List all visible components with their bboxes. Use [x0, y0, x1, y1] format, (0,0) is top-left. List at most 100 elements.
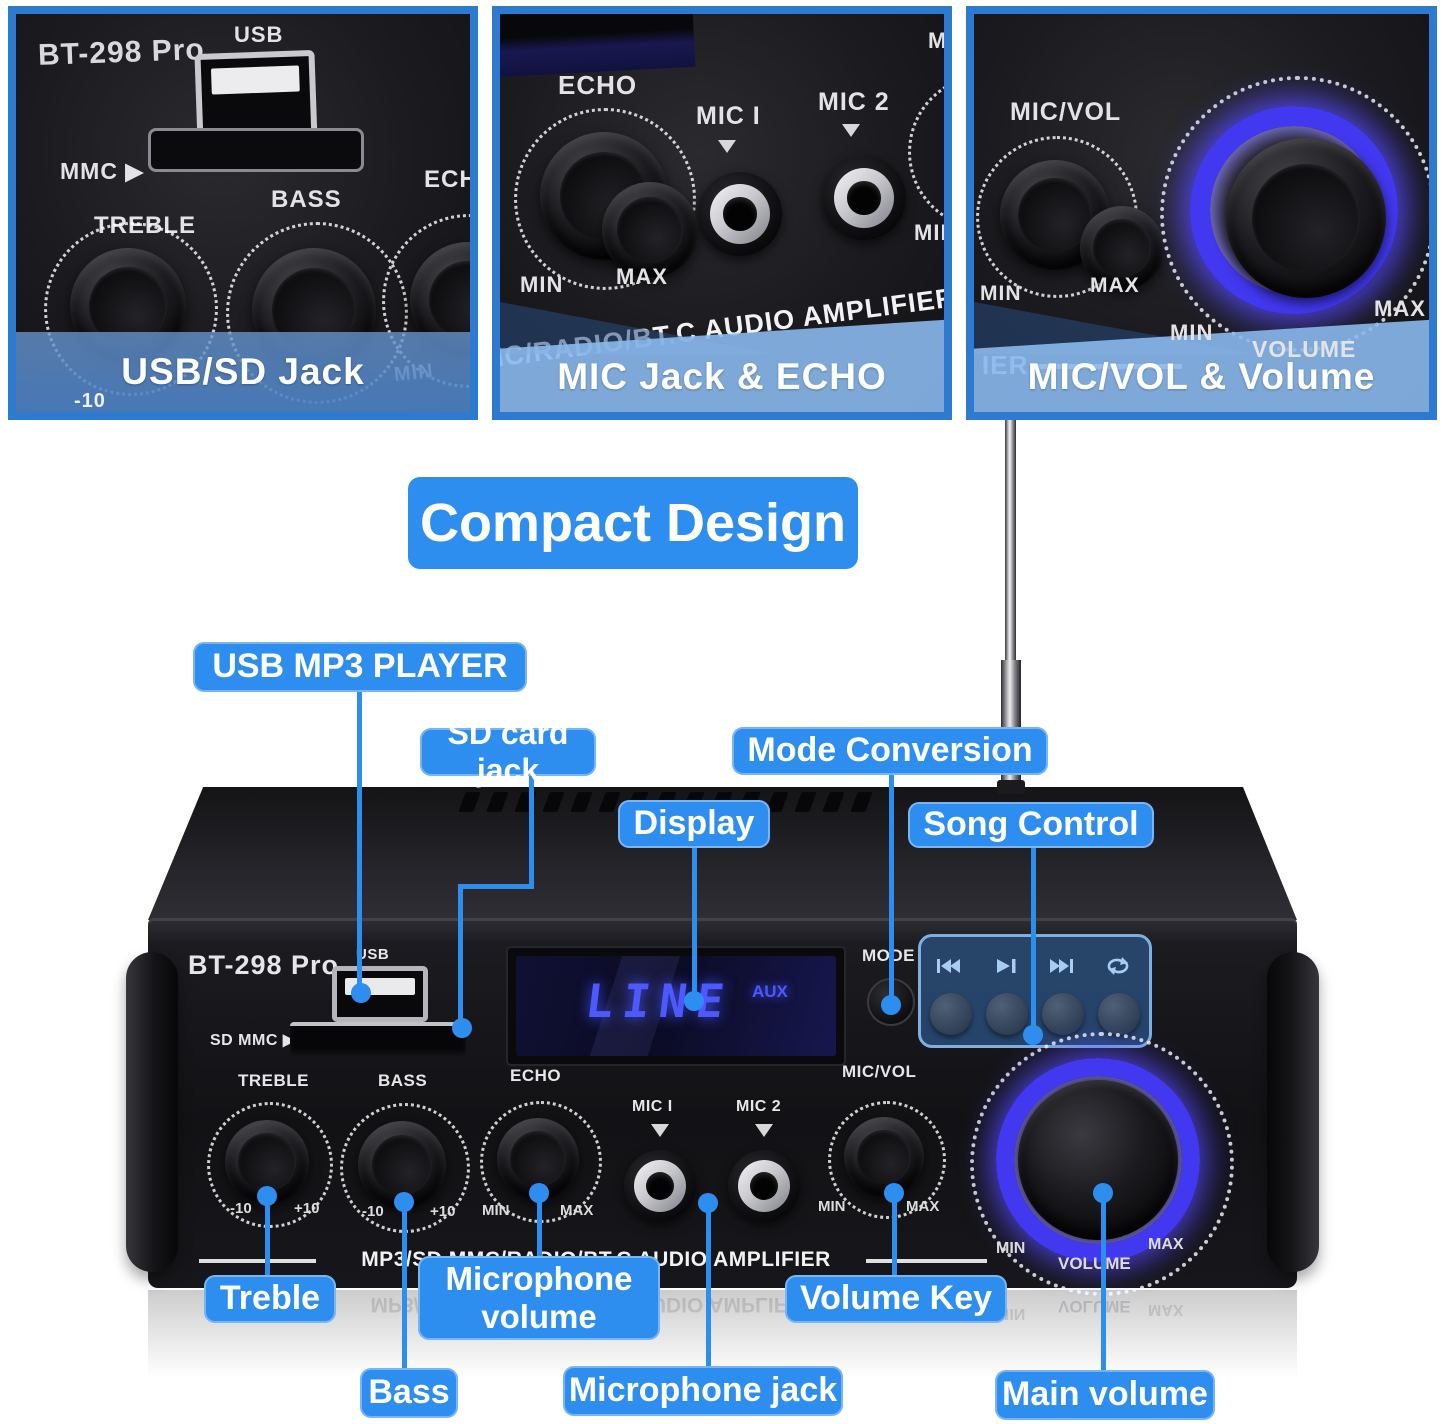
callout-microphone-volume: Microphone volume — [418, 1256, 660, 1340]
bass-min-tick: -10 — [362, 1203, 384, 1220]
mode-callout-line — [889, 775, 894, 1005]
echo-label: ECHO — [510, 1066, 562, 1085]
mode-label: MODE — [862, 946, 915, 966]
callout-sd-card-jack: SD card jack — [420, 715, 596, 788]
sd-callout-line-v1 — [529, 776, 534, 888]
sd-callout-dot — [452, 1018, 472, 1038]
micjack-callout-line — [706, 1203, 711, 1367]
mic2-jack-closeup — [822, 156, 906, 240]
mic2-pointer-icon — [842, 124, 860, 137]
display-bezel: LINE AUX — [506, 946, 846, 1066]
panel2-display-edge — [500, 14, 696, 78]
panel3-vol-min: MIN — [1170, 320, 1214, 345]
panel3-max: MAX — [1090, 274, 1140, 297]
panel1-echo-label: ECHO — [424, 166, 478, 193]
vent-slot — [822, 792, 845, 812]
display-callout-dot — [684, 991, 704, 1011]
panel2-max: MAX — [616, 264, 668, 289]
callout-display: Display — [618, 800, 770, 848]
panel1-caption: USB/SD Jack — [121, 351, 365, 392]
bass-callout-line — [402, 1202, 407, 1369]
mic2-jack — [728, 1150, 800, 1222]
bottom-divider-left — [199, 1259, 316, 1263]
panel2-echo-label: ECHO — [558, 70, 638, 100]
panel2-top-partial: MI — [928, 28, 952, 53]
display-aux-badge: AUX — [752, 982, 788, 1001]
treble-knob — [225, 1120, 309, 1204]
treble-callout-line — [265, 1196, 270, 1276]
detail-panel-mic-echo: ECHO MIC I MIC 2 MIN MAX MIN MI IC/RADIO… — [492, 6, 952, 420]
micvol-min-tick: MIN — [818, 1198, 846, 1215]
panel1-usb-label: USB — [234, 22, 284, 47]
reflection-max-text: MAX — [1148, 1301, 1184, 1318]
bass-max-tick: +10 — [430, 1203, 456, 1220]
song-callout-line — [1031, 848, 1036, 1033]
usb-callout-dot — [351, 983, 371, 1003]
volume-min-tick: MIN — [996, 1240, 1026, 1257]
detail-panel-volume: MIC/VOL MIN MAX MIN VOLUME MAX IER MIC/V… — [966, 6, 1437, 420]
panel2-min-left: MIN — [520, 272, 564, 297]
panel3-caption-band: MIC/VOL & Volume — [974, 319, 1429, 412]
callout-bass: Bass — [360, 1368, 458, 1418]
amp-model-text: BT-298 Pro — [188, 950, 340, 980]
panel3-micvol-label: MIC/VOL — [1010, 98, 1122, 126]
next-track-icon — [1047, 955, 1077, 977]
treble-max-tick: +10 — [294, 1200, 320, 1217]
volume-label: VOLUME — [1058, 1254, 1131, 1273]
left-handle — [126, 952, 178, 1272]
usb-callout-line — [357, 692, 362, 992]
panel2-mic1-label: MIC I — [696, 102, 761, 130]
display-callout-line — [692, 848, 697, 1000]
callout-microphone-jack: Microphone jack — [563, 1366, 843, 1416]
panel3-volume-knob — [1226, 138, 1386, 298]
panel3-caption: MIC/VOL & Volume — [1027, 356, 1376, 397]
micvolume-callout-dot — [529, 1183, 549, 1203]
echo-max-tick: MAX — [560, 1202, 594, 1219]
volumekey-callout-dot — [884, 1183, 904, 1203]
panel1-caption-band: USB/SD Jack — [16, 332, 470, 412]
panel3-micvol-knob-cap — [1080, 206, 1164, 290]
volume-knob — [1018, 1080, 1178, 1240]
sd-callout-line-v2 — [458, 884, 463, 1027]
mic1-label: MIC I — [632, 1098, 673, 1115]
amp-sd-label: SD MMC ▶ — [210, 1032, 296, 1049]
mainvolume-callout-line — [1101, 1193, 1106, 1371]
sd-callout-line-h — [458, 884, 534, 889]
repeat-button — [1098, 993, 1140, 1035]
panel2-right-knob-dots — [908, 74, 944, 230]
echo-knob — [497, 1118, 579, 1200]
mic2-label: MIC 2 — [736, 1098, 782, 1115]
reflection-volume-text: VOLUME — [1058, 1297, 1131, 1316]
volumekey-callout-line — [892, 1193, 897, 1276]
panel1-bass-label: BASS — [271, 186, 342, 213]
banner-text: Compact Design — [419, 493, 847, 553]
previous-track-icon — [934, 955, 964, 977]
mic1-pointer-icon — [718, 140, 736, 153]
micvol-knob — [844, 1117, 924, 1197]
sd-slot-closeup — [148, 128, 364, 172]
repeat-icon — [1103, 955, 1133, 977]
micjack-callout-dot — [698, 1193, 718, 1213]
treble-callout-dot — [257, 1186, 277, 1206]
vent-slot — [794, 792, 817, 812]
play-pause-button — [986, 993, 1028, 1035]
right-handle — [1267, 952, 1319, 1272]
panel1-tick-minus10: -10 — [74, 390, 106, 412]
panel1-model-text: BT-298 Pro — [37, 33, 206, 72]
mic1-jack-closeup — [698, 172, 782, 256]
treble-dots — [207, 1102, 333, 1228]
callout-mode-conversion: Mode Conversion — [732, 727, 1048, 775]
volume-max-tick: MAX — [1148, 1236, 1184, 1253]
bass-label: BASS — [378, 1071, 428, 1090]
echo-min-tick: MIN — [482, 1202, 510, 1219]
micvolume-callout-line — [537, 1193, 542, 1257]
callout-song-control: Song Control — [908, 802, 1154, 848]
mode-callout-dot — [881, 995, 901, 1015]
panel2-mic2-label: MIC 2 — [818, 88, 890, 116]
usb-port — [332, 966, 428, 1022]
callout-treble: Treble — [204, 1275, 336, 1323]
previous-track-button — [930, 993, 972, 1035]
panel1-mmc-label: MMC ▶ — [60, 158, 145, 184]
panel2-min-right: MIN — [914, 220, 944, 245]
